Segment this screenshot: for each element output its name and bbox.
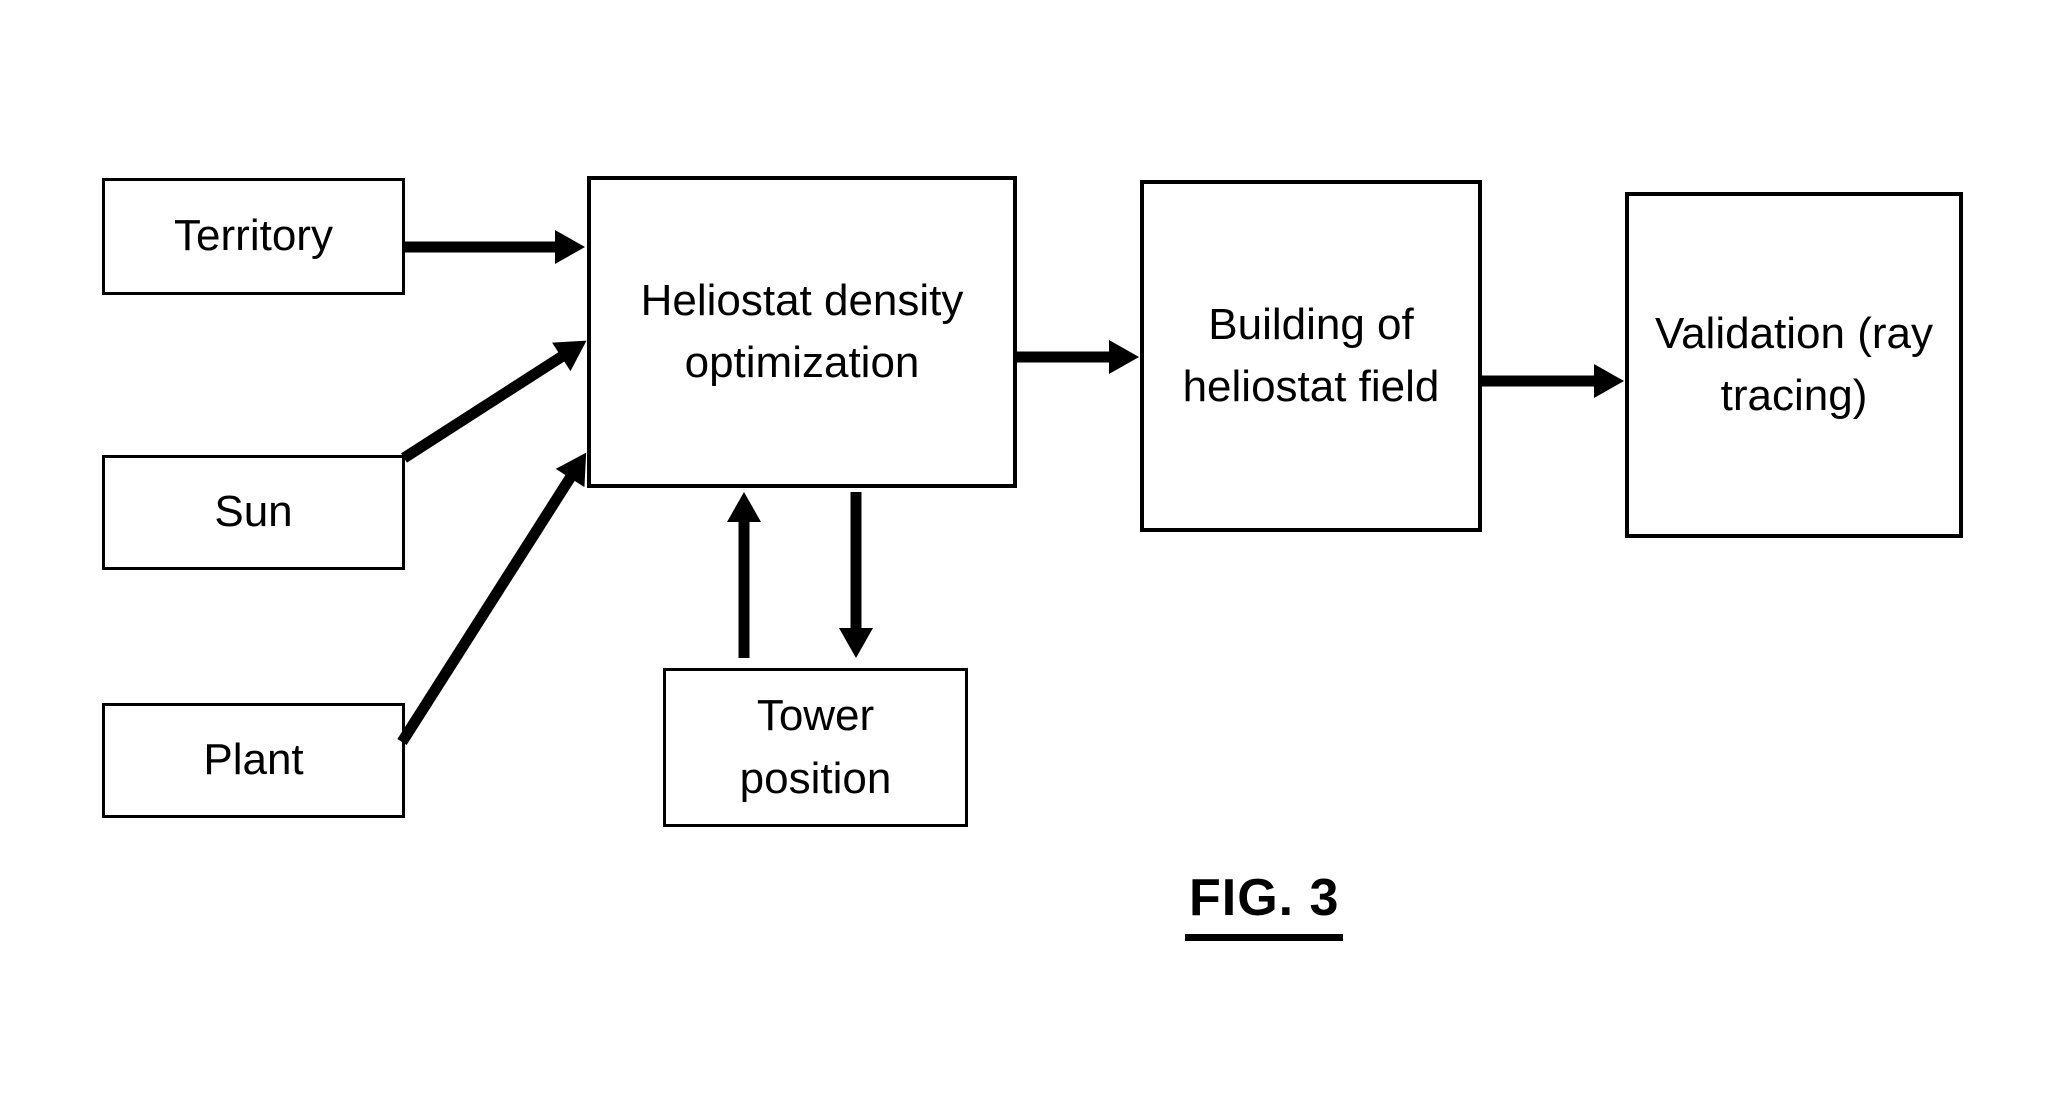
node-building-heliostat-field: Building of heliostat field: [1140, 180, 1482, 532]
arrow-shaft: [850, 492, 862, 632]
arrowhead-icon: [1594, 364, 1624, 398]
node-validation-ray-tracing-label: Validation (ray tracing): [1655, 308, 1933, 420]
arrowhead-icon: [555, 230, 585, 264]
node-sun-label: Sun: [214, 487, 293, 537]
arrowhead-icon: [839, 628, 873, 658]
arrow-plant-to-heliostat: [387, 443, 602, 752]
node-sun: Sun: [102, 455, 405, 570]
arrowhead-icon: [1109, 340, 1139, 374]
arrow-territory-to-heliostat: [405, 229, 585, 265]
arrow-shaft: [405, 241, 559, 253]
arrow-building-to-validation: [1482, 363, 1624, 399]
arrowhead-icon: [727, 492, 761, 522]
figure-caption: FIG. 3: [1185, 868, 1344, 941]
node-building-heliostat-field-label: Building of heliostat field: [1182, 299, 1440, 411]
arrow-heliostat-to-building: [1017, 339, 1139, 375]
node-territory-label: Territory: [174, 211, 333, 261]
arrow-shaft: [1482, 375, 1598, 387]
node-heliostat-density-optimization-label: Heliostat density optimization: [640, 275, 964, 387]
node-plant: Plant: [102, 703, 405, 818]
node-tower-position: Tower position: [663, 668, 968, 827]
node-tower-position-label: Tower position: [739, 691, 892, 803]
node-territory: Territory: [102, 178, 405, 295]
arrow-shaft: [401, 350, 568, 463]
arrow-heliostat-to-tower: [838, 492, 874, 658]
node-heliostat-density-optimization: Heliostat density optimization: [587, 176, 1017, 488]
arrow-shaft: [397, 471, 577, 745]
arrow-shaft: [1017, 351, 1113, 363]
node-validation-ray-tracing: Validation (ray tracing): [1625, 192, 1963, 538]
node-plant-label: Plant: [203, 735, 304, 785]
arrow-tower-to-heliostat: [726, 492, 762, 658]
arrow-shaft: [738, 518, 750, 658]
